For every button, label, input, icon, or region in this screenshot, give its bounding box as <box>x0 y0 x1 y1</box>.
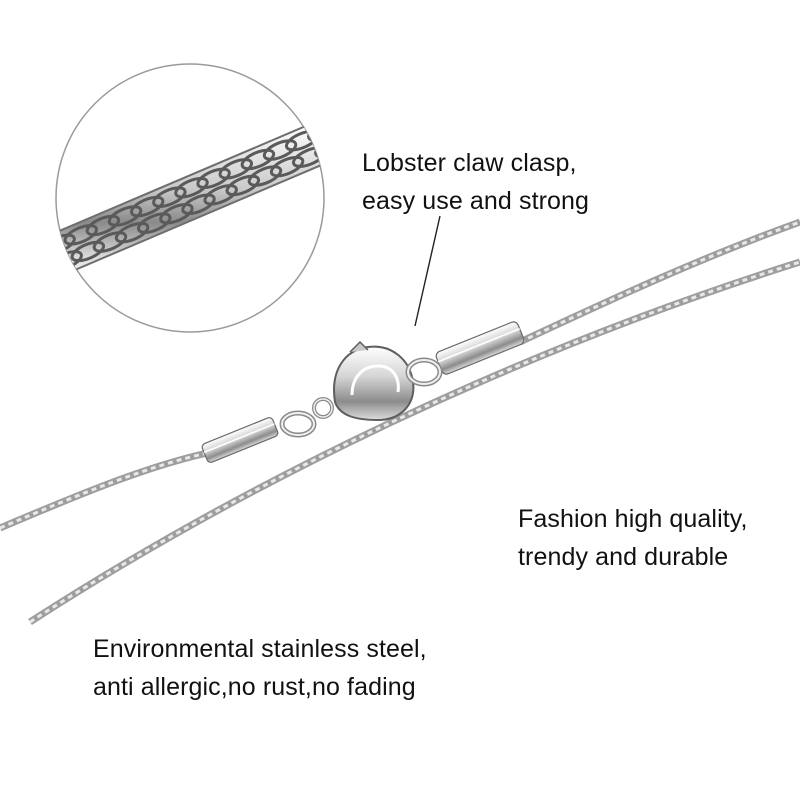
caption-clasp-line1: Lobster claw clasp, <box>362 149 577 177</box>
caption-material-line2: anti allergic,no rust,no fading <box>93 673 416 701</box>
jump-ring-left <box>279 410 317 438</box>
zoomed-chain-link <box>18 241 54 267</box>
zoomed-chain-link <box>56 259 61 282</box>
zoomed-chain-link <box>114 221 150 244</box>
zoom-detail-circle <box>18 63 364 333</box>
zoomed-chain-link <box>328 109 364 135</box>
zoomed-chain-link <box>152 186 187 208</box>
zoomed-chain-link <box>136 212 172 234</box>
zoomed-chain-link <box>291 146 324 168</box>
caption-material: Environmental stainless steel, anti alle… <box>93 630 427 706</box>
zoomed-chain-link <box>181 193 216 216</box>
chain-strand-lower <box>28 258 800 625</box>
zoomed-chain-link <box>85 214 121 237</box>
lobster-claw-clasp <box>333 340 415 422</box>
zoomed-chain-link <box>63 224 99 246</box>
caption-material-line1: Environmental stainless steel, <box>93 635 427 663</box>
clasp-leader-line <box>414 215 441 327</box>
zoomed-chain-link <box>262 139 298 161</box>
chain-end-cap-left <box>201 417 279 463</box>
zoomed-chain-link <box>203 184 238 206</box>
caption-quality: Fashion high quality, trendy and durable <box>518 500 748 576</box>
zoomed-chain-link <box>247 165 283 187</box>
zoomed-chain-link <box>92 231 128 253</box>
zoomed-chain-link <box>314 136 324 159</box>
chain-strand-upper <box>0 218 800 532</box>
zoomed-chain-link <box>174 176 209 199</box>
jump-ring-right <box>405 357 443 387</box>
zoomed-chain-link <box>107 205 143 227</box>
caption-quality-line1: Fashion high quality, <box>518 505 748 533</box>
zoomed-chain-link <box>129 195 165 218</box>
zoomed-chain-link <box>225 174 261 197</box>
zoomed-chain-link <box>240 148 276 171</box>
caption-clasp-line2: easy use and strong <box>362 187 590 215</box>
zoomed-chain-link <box>218 158 254 180</box>
zoomed-chain-link <box>196 167 231 190</box>
caption-quality-line2: trendy and durable <box>518 543 729 571</box>
zoomed-chain-link <box>269 155 305 178</box>
zoomed-chain-link <box>159 202 194 225</box>
caption-clasp: Lobster claw clasp, easy use and strong <box>362 144 589 220</box>
zoomed-chain-link <box>70 240 106 263</box>
tag-ring <box>312 397 334 419</box>
